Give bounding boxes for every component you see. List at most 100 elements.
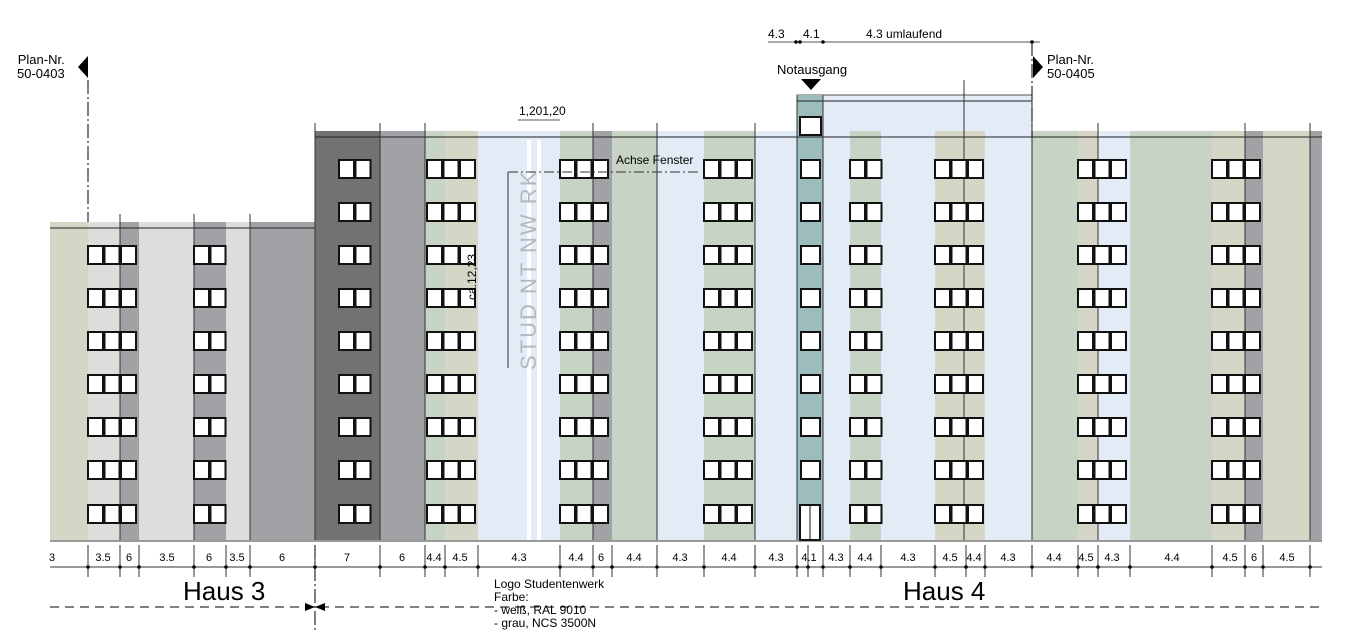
dimension-label: 4.5 xyxy=(1222,552,1238,564)
window xyxy=(1077,245,1094,265)
window xyxy=(849,504,866,524)
window xyxy=(934,202,951,222)
window xyxy=(338,504,355,524)
window xyxy=(354,374,372,394)
achse-fenster-label: Achse Fenster xyxy=(616,153,694,167)
window xyxy=(1110,417,1127,437)
window xyxy=(592,331,609,351)
logo-note-line1: Farbe: xyxy=(494,590,529,604)
notausgang-arrow-icon xyxy=(801,79,821,90)
window xyxy=(1093,202,1111,222)
dimension-label: 4.1 xyxy=(801,552,817,564)
facade-strip xyxy=(657,131,704,540)
window xyxy=(338,245,355,265)
dimension-dot xyxy=(1096,565,1100,569)
window xyxy=(559,202,576,222)
window xyxy=(87,504,104,524)
logo-width-dimension: 1,201,20 xyxy=(519,104,566,118)
window xyxy=(1244,417,1261,437)
window xyxy=(426,374,443,394)
window xyxy=(849,417,866,437)
height-dimension: ca.12,23 xyxy=(465,253,479,300)
window xyxy=(193,374,210,394)
house-4-label: Haus 4 xyxy=(903,576,986,606)
window xyxy=(799,116,822,136)
window xyxy=(559,504,576,524)
logo-note: Logo Studentenwerk Farbe: - weiß, RAL 90… xyxy=(494,578,604,630)
window xyxy=(865,245,883,265)
dimension-dot xyxy=(1030,40,1034,44)
window xyxy=(865,159,883,179)
window xyxy=(120,288,137,308)
window xyxy=(575,374,593,394)
window xyxy=(426,460,443,480)
window xyxy=(934,417,951,437)
window xyxy=(967,202,984,222)
logo-note-line2: - weiß, RAL 9010 xyxy=(494,603,587,617)
window xyxy=(1110,159,1127,179)
window xyxy=(120,417,137,437)
window xyxy=(967,460,984,480)
window xyxy=(1093,460,1111,480)
facade-strip xyxy=(1263,131,1310,540)
dimension-dot xyxy=(224,565,228,569)
window xyxy=(1077,159,1094,179)
window xyxy=(1227,288,1245,308)
window xyxy=(426,202,443,222)
dimension-label: 4.3 xyxy=(900,552,916,564)
window xyxy=(120,245,137,265)
window xyxy=(575,245,593,265)
facade-strip xyxy=(612,131,657,540)
window xyxy=(442,245,460,265)
window xyxy=(934,374,951,394)
window xyxy=(934,159,951,179)
window xyxy=(950,417,968,437)
window xyxy=(442,202,460,222)
dimension-label: 6 xyxy=(597,552,605,564)
window xyxy=(950,159,968,179)
top-dim-3: 4.3 umlaufend xyxy=(866,27,943,41)
window xyxy=(209,331,227,351)
window xyxy=(1211,460,1228,480)
window xyxy=(120,374,137,394)
dimension-dot xyxy=(423,565,427,569)
window xyxy=(1244,245,1261,265)
facade-strip xyxy=(1130,131,1212,540)
window xyxy=(1244,202,1261,222)
window xyxy=(120,504,137,524)
dimension-dot xyxy=(1210,565,1214,569)
dimension-label: 3.5 xyxy=(229,552,245,564)
window xyxy=(1110,245,1127,265)
window xyxy=(849,374,866,394)
window xyxy=(442,288,460,308)
window xyxy=(338,374,355,394)
window xyxy=(559,417,576,437)
window xyxy=(967,245,984,265)
window xyxy=(1244,374,1261,394)
window xyxy=(87,374,104,394)
window xyxy=(934,331,951,351)
dimension-dot xyxy=(753,565,757,569)
window xyxy=(967,417,984,437)
house-divider-arrows xyxy=(305,603,325,611)
house-3-label: Haus 3 xyxy=(183,576,266,606)
window xyxy=(1110,374,1127,394)
window xyxy=(354,202,372,222)
window xyxy=(87,245,104,265)
window xyxy=(719,460,737,480)
window xyxy=(193,245,210,265)
window xyxy=(354,460,372,480)
window xyxy=(575,159,593,179)
window xyxy=(934,288,951,308)
dimension-dot xyxy=(610,565,614,569)
window xyxy=(354,417,372,437)
window xyxy=(1077,202,1094,222)
window xyxy=(592,288,609,308)
penthouse xyxy=(796,94,1033,136)
window xyxy=(459,331,476,351)
window xyxy=(849,288,866,308)
window xyxy=(559,374,576,394)
window xyxy=(719,504,737,524)
top-dim-1: 4.3 xyxy=(768,27,785,41)
